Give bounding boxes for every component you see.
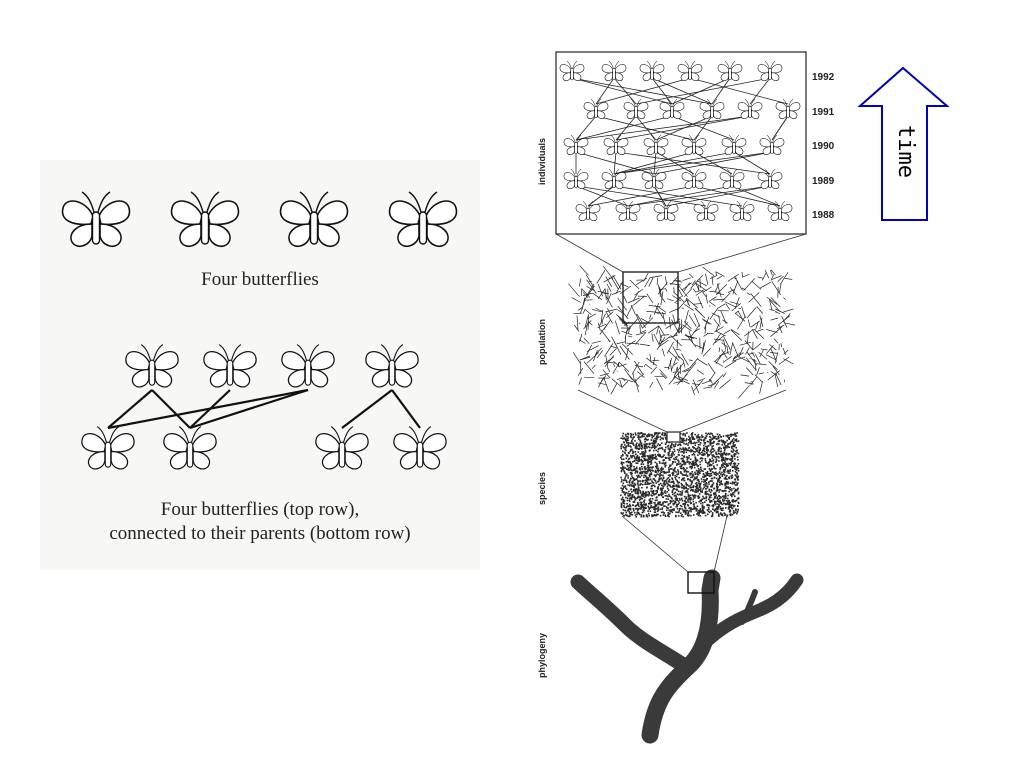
butterfly-icon: [170, 191, 240, 248]
individuals-box: [555, 51, 807, 235]
butterfly-icon: [601, 168, 627, 190]
butterfly-icon: [767, 200, 793, 222]
parent-link: [341, 389, 393, 429]
butterfly-icon: [653, 200, 679, 222]
butterfly-icon: [563, 168, 589, 190]
species-cloud: [620, 432, 740, 518]
butterfly-icon: [659, 98, 685, 120]
butterfly-icon: [281, 344, 335, 388]
parent-link: [107, 389, 153, 429]
butterfly-icon: [563, 134, 589, 156]
butterfly-icon: [559, 60, 585, 82]
butterfly-icon: [759, 134, 785, 156]
butterfly-icon: [681, 134, 707, 156]
butterfly-icon: [737, 98, 763, 120]
butterfly-icon: [365, 344, 419, 388]
butterfly-icon: [681, 168, 707, 190]
label-species: species: [537, 472, 547, 505]
population-zoom-box: [622, 271, 679, 324]
butterfly-icon: [603, 134, 629, 156]
caption-four-butterflies: Four butterflies: [201, 269, 319, 290]
label-phylogeny: phylogeny: [537, 633, 547, 678]
butterflies-diagram: [61, 191, 458, 470]
butterfly-icon: [757, 60, 783, 82]
butterfly-icon: [615, 200, 641, 222]
butterfly-icon: [719, 168, 745, 190]
butterfly-icon: [729, 200, 755, 222]
butterfly-icon: [639, 60, 665, 82]
butterfly-icon: [279, 191, 349, 248]
butterfly-icon: [641, 168, 667, 190]
butterfly-icon: [583, 98, 609, 120]
year-1990: 1990: [812, 141, 835, 152]
butterflies-panel: Four butterflies Four butterflies (top r…: [40, 160, 480, 570]
butterfly-icon: [203, 344, 257, 388]
caption-parents-line1: Four butterflies (top row),: [160, 499, 360, 520]
label-population: population: [537, 319, 547, 365]
butterfly-icon: [601, 60, 627, 82]
individuals-grid: [559, 60, 801, 222]
year-1991: 1991: [812, 107, 835, 118]
butterfly-icon: [61, 191, 131, 248]
species-zoom-box: [666, 431, 681, 443]
parent-link: [151, 389, 191, 429]
butterfly-icon: [623, 98, 649, 120]
butterfly-icon: [575, 200, 601, 222]
butterfly-icon: [163, 426, 217, 470]
butterfly-icon: [315, 426, 369, 470]
butterfly-icon: [757, 168, 783, 190]
butterfly-icon: [643, 134, 669, 156]
butterfly-icon: [388, 191, 458, 248]
caption-parents-line2: connected to their parents (bottom row): [109, 523, 411, 544]
butterfly-icon: [721, 134, 747, 156]
label-individuals: individuals: [537, 138, 547, 185]
time-label: time: [893, 125, 918, 178]
butterfly-icon: [393, 426, 447, 470]
phylogeny-zoom-box: [687, 571, 715, 594]
butterfly-icon: [693, 200, 719, 222]
parent-link: [391, 389, 421, 429]
butterfly-icon: [81, 426, 135, 470]
year-1989: 1989: [812, 176, 835, 187]
time-arrow-icon: time: [857, 66, 950, 221]
butterfly-icon: [699, 98, 725, 120]
population-network: [568, 265, 796, 399]
year-1988: 1988: [812, 210, 835, 221]
phylogeny-tree: [570, 569, 804, 744]
year-1992: 1992: [812, 72, 835, 83]
butterfly-icon: [775, 98, 801, 120]
butterfly-icon: [717, 60, 743, 82]
butterfly-icon: [677, 60, 703, 82]
parent-link: [189, 388, 309, 430]
butterfly-icon: [125, 344, 179, 388]
parent-link: [107, 388, 309, 430]
